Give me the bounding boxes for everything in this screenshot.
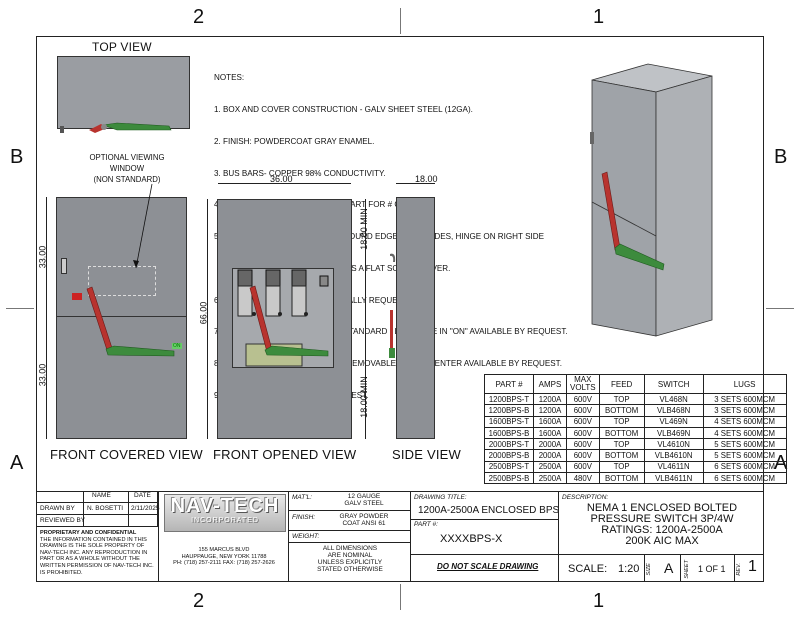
notes-title: NOTES: — [214, 73, 245, 83]
note-item: 2. FINISH: POWDERCOAT GRAY ENAMEL. — [214, 136, 375, 146]
side-handle — [389, 253, 396, 358]
dim-width: 36.00 — [270, 174, 293, 184]
isometric-view — [590, 63, 713, 337]
do-not-scale-note: DO NOT SCALE DRAWING — [437, 562, 539, 571]
drawn-date-value: 2/11/2025 — [131, 505, 160, 512]
dim-height: 66.00 — [198, 301, 209, 325]
front-covered-box — [56, 197, 187, 439]
size-value: A — [664, 560, 674, 576]
side-view-label: SIDE VIEW — [392, 447, 461, 462]
company-address: 155 MARCUS BLVD HAUPPAUGE, NEW YORK 1178… — [173, 547, 275, 567]
sheet-value: 1 OF 1 — [698, 564, 726, 574]
zone-top-2: 2 — [193, 6, 205, 28]
logo-main-text: NAV-TECH — [170, 495, 280, 517]
note-item: 1. BOX AND COVER CONSTRUCTION - GALV SHE… — [214, 104, 473, 114]
description-label: DESCRIPTION: — [562, 494, 609, 501]
material-value: 12 GAUGE GALV STEEL — [344, 493, 384, 507]
logo-sub-text: INCORPORATED — [191, 517, 259, 524]
dimensions-note: ALL DIMENSIONS ARE NOMINAL UNLESS EXPLIC… — [317, 545, 383, 573]
drawing-title-label: DRAWING TITLE: — [414, 494, 467, 501]
min-dim-line — [365, 199, 366, 439]
drawn-by-label: DRAWN BY — [40, 505, 75, 512]
zone-left-a: A — [10, 452, 24, 474]
weight-label: WEIGHT: — [292, 533, 320, 540]
height-dim-line — [207, 199, 208, 439]
rev-label: REV. — [736, 562, 743, 576]
part-number-label: PART #: — [414, 521, 438, 528]
zone-left-b: B — [10, 146, 24, 168]
title-block — [36, 491, 764, 582]
drawn-by-value: N. BOSETTI — [87, 505, 124, 512]
top-view-label: TOP VIEW — [92, 40, 152, 54]
zone-top-1: 1 — [593, 6, 605, 28]
finish-label: FINISH: — [292, 514, 316, 521]
top-view-handle — [60, 122, 172, 133]
zone-bottom-1: 1 — [593, 590, 605, 612]
drawing-title-value: 1200A-2500A ENCLOSED BPS — [418, 505, 560, 516]
dim-upper-height: 33.00 — [37, 245, 48, 269]
header-lugs: LUGS — [702, 374, 787, 394]
material-label: MAT'L: — [292, 494, 312, 501]
dim-min-top: 18.00 MIN — [358, 208, 369, 250]
cover-split-line — [56, 316, 187, 317]
dim-line-left — [46, 197, 47, 439]
size-label: SIZE — [645, 563, 652, 576]
names-grid — [36, 491, 158, 527]
dim-lower-height: 33.00 — [37, 363, 48, 387]
zone-right-b: B — [774, 146, 788, 168]
header-volts: MAX VOLTS — [566, 374, 600, 394]
drawing-frame — [36, 36, 764, 582]
front-covered-label: FRONT COVERED VIEW — [50, 447, 203, 462]
viewing-window — [88, 266, 156, 296]
header-part: PART # — [484, 374, 534, 394]
name-header: NAME — [92, 492, 111, 499]
sheet-label: SHEET — [684, 559, 691, 579]
zone-bottom-2: 2 — [193, 590, 205, 612]
front-opened-label: FRONT OPENED VIEW — [213, 447, 357, 462]
scale-label: SCALE: — [568, 563, 608, 575]
description-value: NEMA 1 ENCLOSED BOLTED PRESSURE SWITCH 3… — [586, 502, 738, 547]
parts-table: PART # AMPS MAX VOLTS FEED SWITCH LUGS 1… — [484, 374, 787, 485]
switch-assembly — [237, 269, 329, 367]
on-label: ON — [172, 343, 182, 349]
front-handle-svg — [72, 286, 175, 357]
header-feed: FEED — [598, 374, 645, 394]
company-logo: NAV-TECH INCORPORATED — [164, 494, 286, 532]
side-view-box — [396, 197, 435, 439]
width-dim-line — [218, 183, 351, 184]
top-view-box — [57, 56, 190, 129]
note-item: 3. BUS BARS- COPPER 98% CONDUCTIVITY. — [214, 168, 386, 178]
window-leader — [133, 183, 153, 269]
header-amps: AMPS — [533, 374, 567, 394]
door-latch — [61, 258, 67, 274]
rev-value: 1 — [748, 558, 757, 575]
parts-table-header: PART # AMPS MAX VOLTS FEED SWITCH LUGS — [484, 374, 787, 394]
proprietary-block: PROPRIETARY AND CONFIDENTIAL THE INFORMA… — [40, 530, 154, 576]
scale-value: 1:20 — [618, 563, 640, 575]
dim-depth: 18.00 — [415, 174, 438, 184]
dim-min-bottom: 18.00 MIN — [358, 376, 369, 418]
part-number-value: XXXXBPS-X — [440, 533, 503, 545]
reviewed-by-label: REVIEWED BY — [40, 517, 86, 524]
optional-window-label: OPTIONAL VIEWING WINDOW (NON STANDARD) — [89, 153, 165, 184]
header-switch: SWITCH — [643, 374, 704, 394]
depth-dim-line — [396, 183, 435, 184]
finish-value: GRAY POWDER COAT ANSI 61 — [339, 513, 389, 527]
date-header: DATE — [134, 492, 151, 499]
